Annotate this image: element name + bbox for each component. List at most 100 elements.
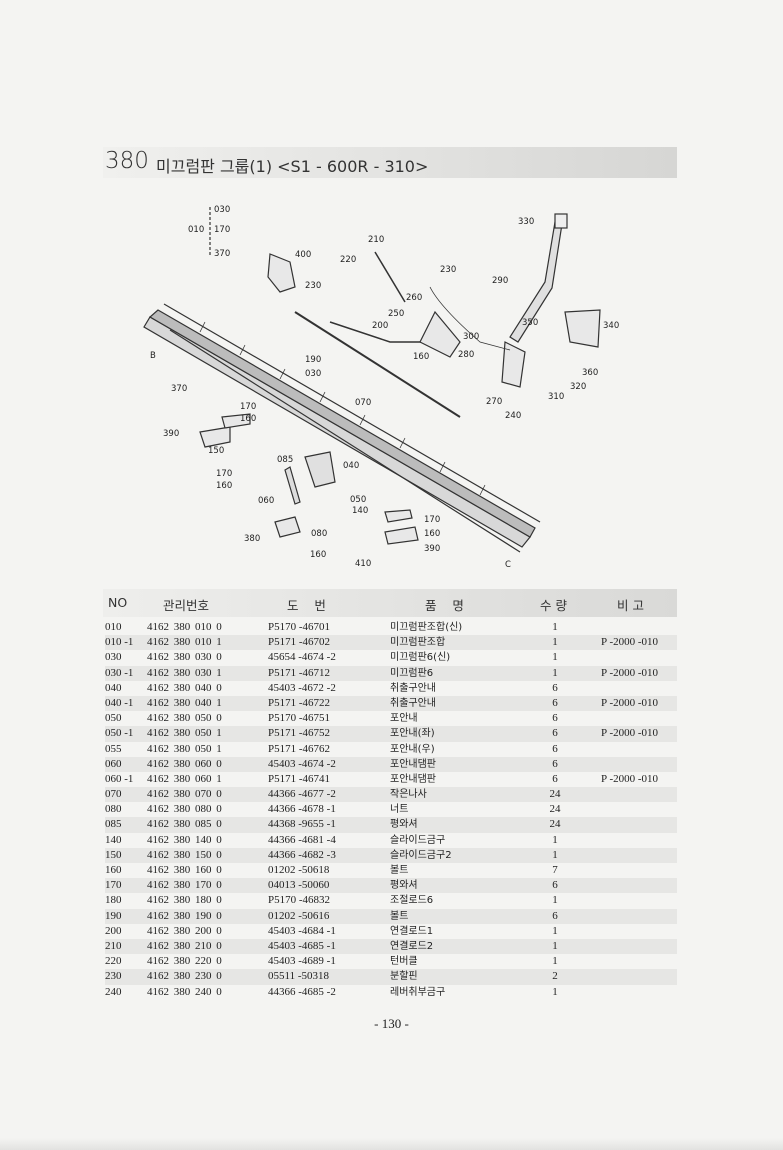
cell-mgmt: 4162 380 220 0 bbox=[147, 955, 222, 968]
cell-name: 포안내(좌) bbox=[390, 728, 435, 740]
cell-drawing: 45403 -4672 -2 bbox=[268, 681, 336, 694]
callout-label: 150 bbox=[208, 446, 224, 456]
cell-no: 200 bbox=[105, 924, 122, 937]
cell-mgmt: 4162 380 050 0 bbox=[147, 712, 222, 725]
cell-no: 010 bbox=[105, 621, 122, 633]
callout-label: 220 bbox=[340, 255, 356, 265]
callout-label: 160 bbox=[240, 414, 256, 424]
callout-label: B bbox=[150, 351, 156, 361]
cell-qty: 1 bbox=[552, 666, 558, 679]
cell-name: 취출구안내 bbox=[390, 697, 436, 709]
cell-qty: 1 bbox=[552, 651, 558, 664]
cell-qty: 24 bbox=[549, 803, 561, 816]
callout-label: 050 bbox=[350, 495, 366, 505]
cell-name: 포안내 bbox=[390, 713, 418, 725]
cell-no: 050 -1 bbox=[105, 727, 134, 740]
cell-drawing: P5171 -46762 bbox=[268, 742, 331, 755]
cell-mgmt: 4162 380 085 0 bbox=[147, 818, 222, 831]
table-row: 010 4162 380 010 0 P5170 -46701 미끄럼판조합(신) 1 bbox=[105, 620, 677, 635]
cell-drawing: 44366 -4681 -4 bbox=[268, 833, 336, 846]
cell-no: 210 bbox=[105, 939, 122, 952]
exploded-parts-diagram: 030 010 170 370 330 210 400 220 230 290 … bbox=[130, 192, 670, 582]
cell-qty: 24 bbox=[549, 818, 561, 831]
cell-name: 분할핀 bbox=[390, 971, 418, 983]
callout-label: 160 bbox=[413, 352, 429, 362]
callout-label: 170 bbox=[216, 469, 232, 479]
cell-qty: 1 bbox=[552, 621, 558, 633]
cell-qty: 1 bbox=[552, 955, 558, 968]
cell-name: 볼트 bbox=[390, 910, 409, 922]
cell-mgmt: 4162 380 170 0 bbox=[147, 879, 222, 892]
callout-label: 320 bbox=[570, 382, 586, 392]
cell-qty: 1 bbox=[552, 985, 558, 998]
cell-mgmt: 4162 380 010 1 bbox=[147, 636, 222, 649]
cell-mgmt: 4162 380 060 0 bbox=[147, 757, 222, 770]
cell-mgmt: 4162 380 070 0 bbox=[147, 788, 222, 801]
cell-drawing: P5170 -46701 bbox=[268, 621, 331, 633]
cell-name: 슬라이드금구2 bbox=[390, 849, 452, 861]
cell-mgmt: 4162 380 160 0 bbox=[147, 864, 222, 876]
cell-name: 미끄럼판조합(신) bbox=[390, 622, 463, 633]
callout-label: 060 bbox=[258, 496, 274, 506]
cell-no: 180 bbox=[105, 894, 122, 907]
callout-label: 330 bbox=[518, 217, 534, 227]
cell-no: 140 bbox=[105, 833, 122, 846]
cell-drawing: 44366 -4677 -2 bbox=[268, 788, 336, 801]
callout-label: 350 bbox=[522, 318, 538, 328]
cell-drawing: 05511 -50318 bbox=[268, 970, 330, 983]
cell-qty: 7 bbox=[552, 864, 558, 876]
cell-qty: 6 bbox=[552, 757, 558, 770]
section-title-bar bbox=[103, 147, 677, 178]
cell-name: 연결로드1 bbox=[390, 925, 434, 937]
cell-name: 레버취부금구 bbox=[390, 986, 446, 998]
cell-mgmt: 4162 380 010 0 bbox=[147, 621, 222, 633]
cell-mgmt: 4162 380 180 0 bbox=[147, 894, 222, 907]
cell-mgmt: 4162 380 030 0 bbox=[147, 651, 222, 664]
header-name: 품 명 bbox=[425, 598, 464, 613]
cell-no: 085 bbox=[105, 818, 122, 831]
cell-mgmt: 4162 380 030 1 bbox=[147, 666, 222, 679]
cell-mgmt: 4162 380 200 0 bbox=[147, 924, 222, 937]
callout-label: 370 bbox=[171, 384, 187, 394]
callout-label: 400 bbox=[295, 250, 311, 260]
callout-label: 040 bbox=[343, 461, 359, 471]
cell-no: 060 bbox=[105, 757, 122, 770]
callout-label: 210 bbox=[368, 235, 384, 245]
section-title: 미끄럼판 그룹(1) <S1 - 600R - 310> bbox=[156, 157, 429, 176]
cell-name: 작은나사 bbox=[390, 789, 427, 801]
cell-no: 030 bbox=[105, 651, 122, 664]
cell-qty: 24 bbox=[549, 788, 561, 801]
callout-label: 310 bbox=[548, 392, 564, 402]
cell-no: 070 bbox=[105, 788, 122, 801]
cell-drawing: P5171 -46712 bbox=[268, 666, 331, 679]
cell-qty: 1 bbox=[552, 939, 558, 952]
callout-label: 230 bbox=[305, 281, 321, 291]
cell-qty: 6 bbox=[552, 879, 558, 892]
cell-note: P -2000 -010 bbox=[601, 666, 659, 679]
cell-no: 050 bbox=[105, 712, 122, 725]
callout-label: 250 bbox=[388, 309, 404, 319]
callout-label: 410 bbox=[355, 559, 371, 569]
cell-drawing: P5170 -46751 bbox=[268, 712, 331, 725]
cell-mgmt: 4162 380 140 0 bbox=[147, 833, 222, 846]
cell-name: 포안내댐판 bbox=[390, 758, 436, 770]
callout-label: 030 bbox=[214, 205, 230, 215]
header-qty: 수 량 bbox=[540, 598, 567, 613]
cell-drawing: 44366 -4682 -3 bbox=[268, 848, 336, 861]
cell-name: 평와셔 bbox=[390, 880, 418, 892]
cell-qty: 6 bbox=[552, 909, 558, 922]
cell-qty: 6 bbox=[552, 681, 558, 694]
cell-note: P -2000 -010 bbox=[601, 727, 659, 740]
